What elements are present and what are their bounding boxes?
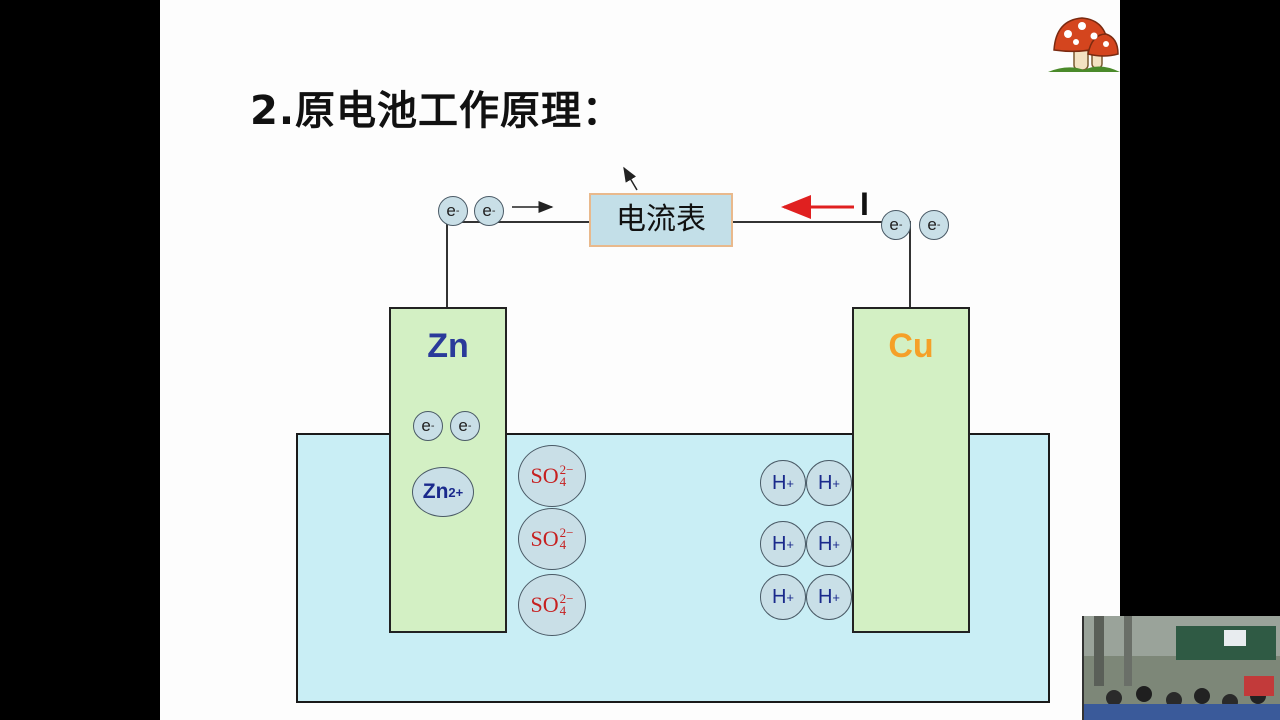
electron: e- (413, 411, 443, 441)
electron: e- (881, 210, 911, 240)
copper-electrode: Cu (852, 307, 970, 633)
slide-title: 2.原电池工作原理： (250, 88, 624, 134)
ammeter: 电流表 (589, 193, 733, 247)
wire-right-horizontal (733, 221, 911, 223)
current-label: I (860, 186, 869, 222)
hydrogen-ion: H+ (760, 521, 806, 567)
hydrogen-ion: H+ (806, 460, 852, 506)
hydrogen-ion: H+ (806, 521, 852, 567)
wire-left-vertical (446, 222, 448, 308)
electron: e- (919, 210, 949, 240)
electron: e- (450, 411, 480, 441)
hydrogen-ion: H+ (806, 574, 852, 620)
wire-right-vertical (909, 222, 911, 308)
hydrogen-ion: H+ (760, 460, 806, 506)
slide: 2.原电池工作原理： 电流表 I Zn Cu (160, 0, 1120, 720)
electron: e- (474, 196, 504, 226)
ammeter-pointer-arrow (623, 166, 638, 191)
hydrogen-ion: H+ (760, 574, 806, 620)
mushroom-icon (1048, 17, 1120, 72)
electron: e- (438, 196, 468, 226)
wire-left-horizontal (446, 221, 591, 223)
copper-electrode-label: Cu (888, 327, 934, 365)
classroom-image (1084, 616, 1280, 720)
webcam-overlay (1082, 616, 1280, 720)
arrows-layer (512, 166, 964, 552)
zinc-electrode-label: Zn (427, 327, 469, 365)
